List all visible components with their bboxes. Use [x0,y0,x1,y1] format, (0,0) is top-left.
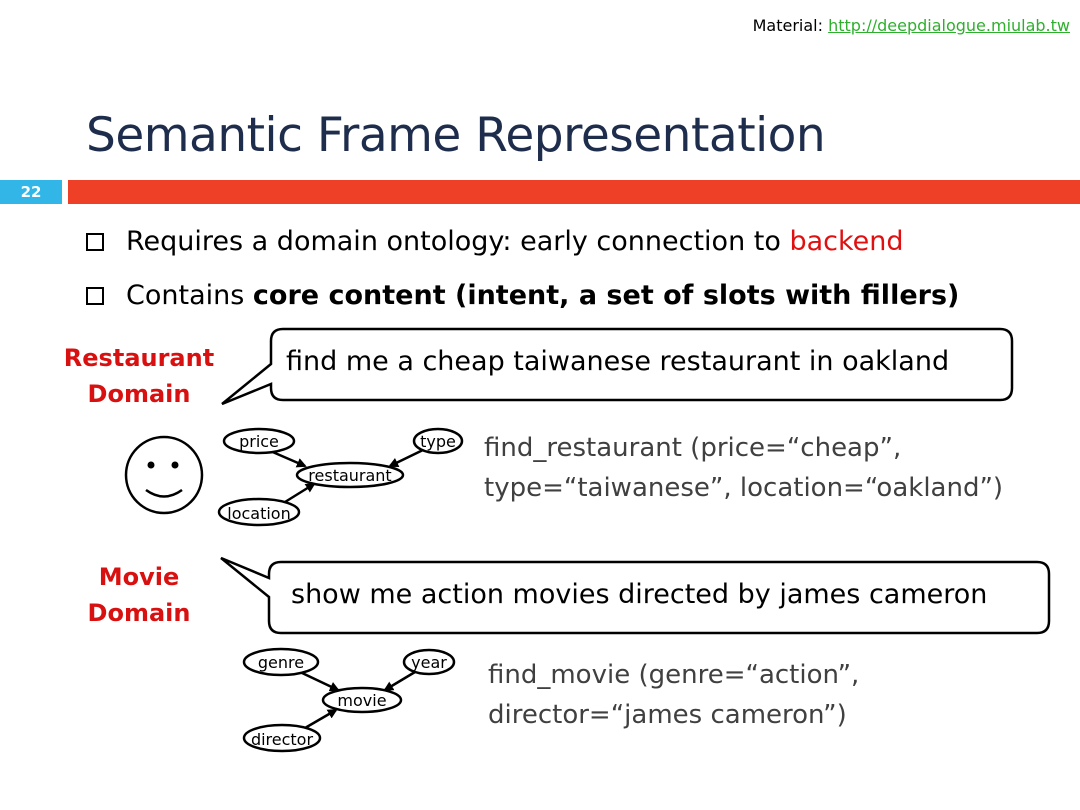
location-node-label: location [227,504,290,523]
movie-semantic-frame: find_movie (genre=“action”, director=“ja… [488,660,860,730]
movie-node [321,686,403,714]
material-credit: Material: http://deepdialogue.miulab.tw [753,16,1070,35]
bullet-item-core-content: Contains core content (intent, a set of … [86,280,959,311]
year-node-label: year [411,653,447,672]
slide-number: 22 [0,180,62,204]
restaurant-semantic-frame: find_restaurant (price=“cheap”, type=“ta… [484,433,1004,503]
restaurant-node [295,461,405,489]
bullet-text: Contains [126,280,253,311]
movie-node-label: movie [337,691,386,710]
restaurant-ontology-graph: restaurant price type location [217,427,464,527]
movie-utterance: show me action movies directed by james … [291,579,988,610]
genre-node-label: genre [258,653,304,672]
smiley-face-icon [124,435,204,515]
bullet-highlight: backend [789,226,904,257]
material-label: Material: [752,16,823,35]
year-node [402,648,456,676]
price-node [222,427,296,455]
bullet-square-icon [86,232,104,251]
slide-title: Semantic Frame Representation [86,108,826,163]
price-node-label: price [239,432,279,451]
restaurant-speech-bubble [221,327,1014,406]
movie-domain-label: Movie Domain [87,563,191,627]
bullet-square-icon [86,286,104,305]
title-accent-bar [68,180,1080,204]
movie-speech-bubble [220,556,1051,635]
restaurant-domain-label: Restaurant Domain [63,344,215,408]
director-node-label: director [251,730,314,749]
director-node [242,723,322,753]
genre-node [242,647,320,677]
bullet-text: Requires a domain ontology: early connec… [126,226,790,257]
type-node-label: type [420,432,456,451]
location-node [217,497,301,527]
restaurant-node-label: restaurant [308,466,391,485]
restaurant-utterance: find me a cheap taiwanese restaurant in … [286,346,950,377]
type-node [412,427,464,455]
bullet-bold-text: core content (intent, a set of slots wit… [252,280,960,311]
movie-ontology-graph: movie genre year director [242,647,456,753]
material-link[interactable]: http://deepdialogue.miulab.tw [828,16,1070,35]
bullet-item-ontology: Requires a domain ontology: early connec… [86,226,904,257]
